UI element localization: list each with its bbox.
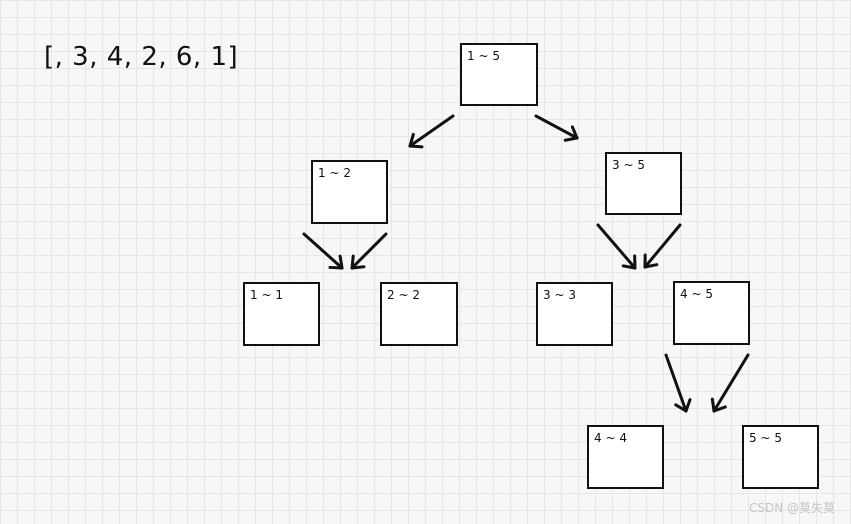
node-label: 5 ~ 5 xyxy=(749,431,782,445)
node-label: 4 ~ 4 xyxy=(594,431,627,445)
tree-node-3-5: 3 ~ 5 xyxy=(605,152,682,215)
node-label: 1 ~ 2 xyxy=(318,166,351,180)
tree-node-4-5: 4 ~ 5 xyxy=(673,281,750,345)
node-label: 2 ~ 2 xyxy=(387,288,420,302)
tree-edge-arrow xyxy=(534,114,579,142)
tree-edge-arrow xyxy=(664,353,692,413)
node-label: 1 ~ 5 xyxy=(467,49,500,63)
tree-edge-arrow xyxy=(643,223,682,269)
tree-node-1-5: 1 ~ 5 xyxy=(460,43,538,106)
tree-edge-arrow xyxy=(710,353,750,413)
watermark: CSDN @莫失莫 xyxy=(748,501,835,515)
tree-node-3-3: 3 ~ 3 xyxy=(536,282,613,346)
tree-edge-arrow xyxy=(408,114,455,149)
node-label: 1 ~ 1 xyxy=(250,288,283,302)
node-label: 3 ~ 5 xyxy=(612,158,645,172)
node-label: 4 ~ 5 xyxy=(680,287,713,301)
tree-edge-arrow xyxy=(302,232,344,270)
tree-node-1-1: 1 ~ 1 xyxy=(243,282,320,346)
node-label: 3 ~ 3 xyxy=(543,288,576,302)
tree-node-1-2: 1 ~ 2 xyxy=(311,160,388,224)
tree-node-2-2: 2 ~ 2 xyxy=(380,282,458,346)
tree-node-4-4: 4 ~ 4 xyxy=(587,425,664,489)
tree-edge-arrow xyxy=(350,232,388,270)
array-label: [, 3, 4, 2, 6, 1] xyxy=(44,42,239,72)
tree-node-5-5: 5 ~ 5 xyxy=(742,425,819,489)
tree-edge-arrow xyxy=(596,223,637,270)
